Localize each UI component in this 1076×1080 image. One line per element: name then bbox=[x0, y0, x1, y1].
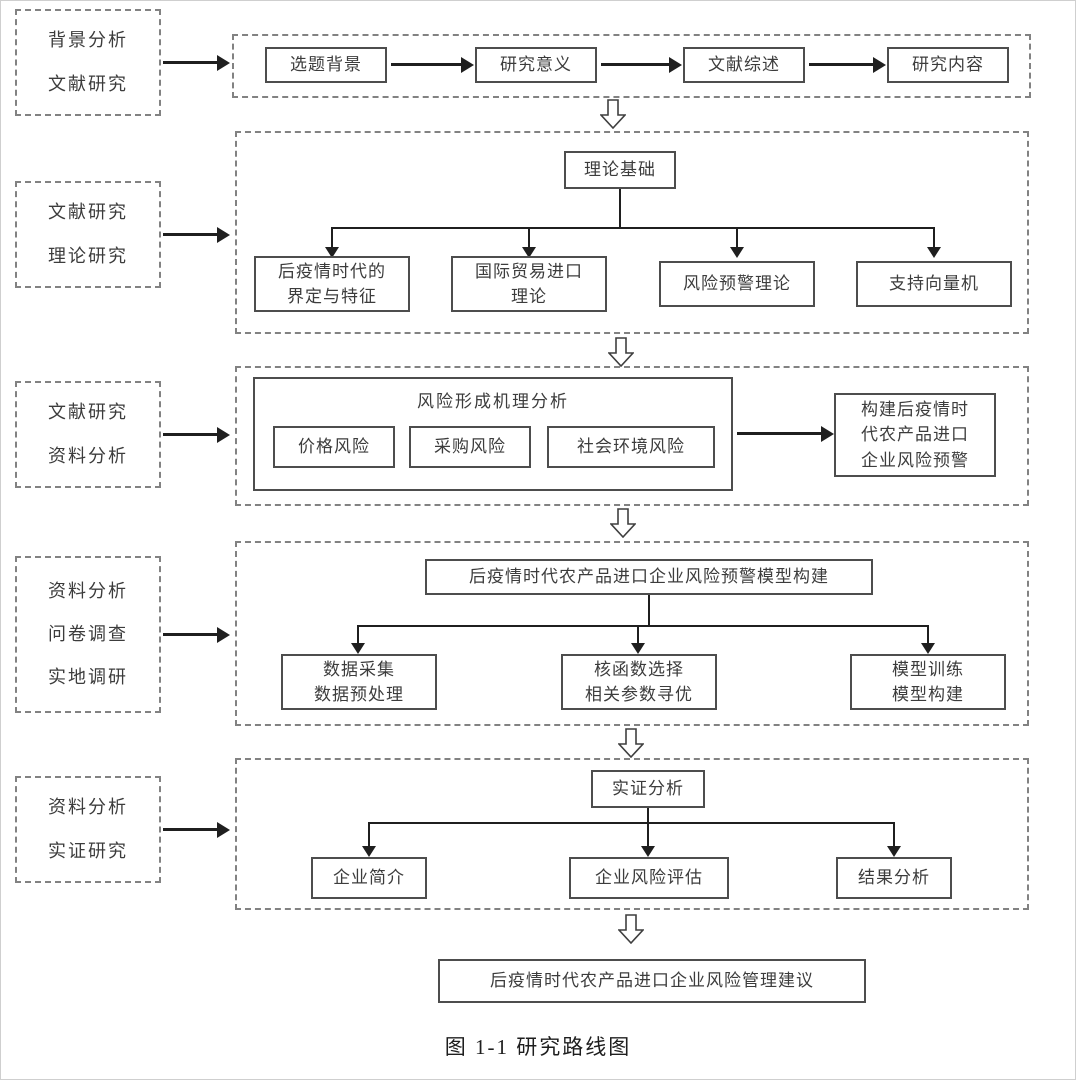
node-data-collection: 数据采集 数据预处理 bbox=[281, 654, 437, 710]
stage3-result-arrow bbox=[737, 425, 834, 442]
connector-hline bbox=[332, 227, 934, 229]
branch-arrowhead bbox=[730, 247, 744, 258]
node-topic-background: 选题背景 bbox=[265, 47, 387, 83]
phase-arrow-2 bbox=[163, 226, 230, 243]
connector-vline bbox=[331, 227, 333, 247]
connector-hline bbox=[369, 822, 894, 824]
node-post-pandemic-definition: 后疫情时代的 界定与特征 bbox=[254, 256, 410, 312]
group-risk-mechanism: 风险形成机理分析 价格风险 采购风险 社会环境风险 bbox=[253, 377, 733, 491]
node-result-analysis: 结果分析 bbox=[836, 857, 952, 899]
node-theoretical-basis: 理论基础 bbox=[564, 151, 676, 189]
node-model-construction: 后疫情时代农产品进口企业风险预警模型构建 bbox=[425, 559, 873, 595]
node-kernel-selection: 核函数选择 相关参数寻优 bbox=[561, 654, 717, 710]
branch-arrowhead bbox=[927, 247, 941, 258]
flow-down-arrow-icon bbox=[618, 914, 644, 944]
node-management-suggestions: 后疫情时代农产品进口企业风险管理建议 bbox=[438, 959, 866, 1003]
node-literature-review: 文献综述 bbox=[683, 47, 805, 83]
node-research-significance: 研究意义 bbox=[475, 47, 597, 83]
branch-arrowhead bbox=[351, 643, 365, 654]
stage1-arrow-2 bbox=[601, 56, 682, 73]
flow-down-arrow-icon bbox=[608, 337, 634, 367]
node-empirical-analysis: 实证分析 bbox=[591, 770, 705, 808]
group-risk-mechanism-title: 风险形成机理分析 bbox=[417, 392, 569, 411]
node-procurement-risk: 采购风险 bbox=[409, 426, 531, 468]
stage1-arrow-3 bbox=[809, 56, 886, 73]
phase-label-5: 资料分析 实证研究 bbox=[15, 776, 161, 883]
stage3-container bbox=[235, 366, 1029, 506]
node-model-training: 模型训练 模型构建 bbox=[850, 654, 1006, 710]
phase-label-2: 文献研究 理论研究 bbox=[15, 181, 161, 288]
phase-arrow-3 bbox=[163, 426, 230, 443]
connector-vline bbox=[368, 822, 370, 846]
branch-arrowhead bbox=[631, 643, 645, 654]
phase-arrow-4 bbox=[163, 626, 230, 643]
branch-arrowhead bbox=[362, 846, 376, 857]
connector-vline bbox=[619, 189, 621, 227]
node-social-env-risk: 社会环境风险 bbox=[547, 426, 715, 468]
stage2-container bbox=[235, 131, 1029, 334]
node-company-profile: 企业简介 bbox=[311, 857, 427, 899]
connector-vline bbox=[927, 625, 929, 643]
stage5-container bbox=[235, 758, 1029, 910]
branch-arrowhead bbox=[325, 247, 339, 258]
branch-arrowhead bbox=[522, 247, 536, 258]
branch-arrowhead bbox=[641, 846, 655, 857]
branch-arrowhead bbox=[921, 643, 935, 654]
phase-arrow-1 bbox=[163, 54, 230, 71]
phase-label-1: 背景分析 文献研究 bbox=[15, 9, 161, 116]
connector-vline bbox=[933, 227, 935, 247]
connector-vline bbox=[528, 227, 530, 247]
branch-arrowhead bbox=[887, 846, 901, 857]
node-risk-warning-theory: 风险预警理论 bbox=[659, 261, 815, 307]
phase-label-4: 资料分析 问卷调查 实地调研 bbox=[15, 556, 161, 713]
connector-hline bbox=[358, 625, 928, 627]
connector-vline bbox=[648, 595, 650, 625]
connector-vline bbox=[357, 625, 359, 643]
node-enterprise-risk-assessment: 企业风险评估 bbox=[569, 857, 729, 899]
stage1-container bbox=[232, 34, 1031, 98]
connector-vline bbox=[893, 822, 895, 846]
phase-label-3: 文献研究 资料分析 bbox=[15, 381, 161, 488]
connector-vline bbox=[736, 227, 738, 247]
stage4-container bbox=[235, 541, 1029, 726]
flow-down-arrow-icon bbox=[600, 99, 626, 129]
connector-vline bbox=[647, 808, 649, 822]
node-build-warning-system: 构建后疫情时 代农产品进口 企业风险预警 bbox=[834, 393, 996, 477]
node-research-content: 研究内容 bbox=[887, 47, 1009, 83]
flow-down-arrow-icon bbox=[618, 728, 644, 758]
node-svm: 支持向量机 bbox=[856, 261, 1012, 307]
connector-vline bbox=[637, 625, 639, 643]
node-price-risk: 价格风险 bbox=[273, 426, 395, 468]
stage1-arrow-1 bbox=[391, 56, 474, 73]
phase-arrow-5 bbox=[163, 821, 230, 838]
figure-caption: 图 1-1 研究路线图 bbox=[444, 1035, 632, 1059]
flow-down-arrow-icon bbox=[610, 508, 636, 538]
node-import-theory: 国际贸易进口 理论 bbox=[451, 256, 607, 312]
connector-vline bbox=[647, 822, 649, 846]
